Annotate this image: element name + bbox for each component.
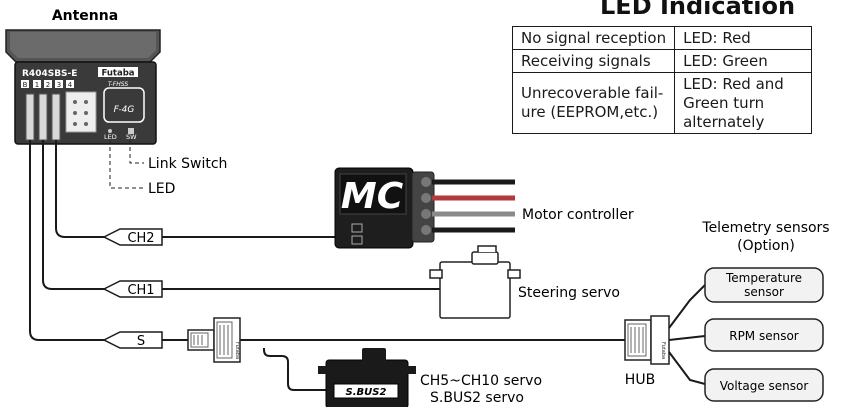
voltage-sensor: Voltage sensor [704, 368, 824, 402]
port-connector-ch1 [38, 93, 48, 141]
steering-servo [429, 245, 521, 319]
port-label: 2 [46, 81, 50, 89]
receiver-brand: Futaba [101, 69, 134, 79]
adapter-brand: Futaba [234, 342, 240, 359]
motor-controller-badge: MC [341, 176, 404, 217]
svg-text:S: S [137, 334, 145, 349]
svg-text:CH1: CH1 [127, 283, 154, 298]
svg-text:sensor: sensor [744, 285, 784, 299]
port-labels: B 1 2 3 4 [21, 80, 74, 89]
port-connector-ch2 [51, 93, 61, 141]
sbus2-servo-label-line1: CH5~CH10 servo [420, 373, 542, 389]
led-indication-table: No signal reception LED: Red Receiving s… [511, 26, 813, 135]
svg-text:Temperature: Temperature [725, 271, 802, 285]
link-switch-callout: Link Switch [148, 156, 227, 172]
led-cell: LED: Red [674, 26, 813, 50]
receiver-brand-sub: T-FHSS [108, 81, 129, 88]
led-indicator [108, 129, 112, 133]
table-row: Receiving signals LED: Green [511, 49, 813, 73]
wires [29, 140, 625, 391]
motor-controller-label: Motor controller [522, 207, 634, 223]
telemetry-title-line2: (Option) [737, 238, 795, 254]
hub: Futaba [624, 315, 670, 365]
state-cell: No signal reception [511, 26, 676, 50]
table-row: No signal reception LED: Red [511, 26, 813, 50]
antenna-label: Antenna [52, 8, 118, 24]
link-switch-button[interactable] [128, 128, 134, 134]
protocol-badge: F-4G [114, 105, 135, 115]
protocol-badge-frame [103, 87, 145, 123]
port-label: 3 [57, 81, 61, 89]
pin-header [65, 91, 97, 133]
svg-text:CH2: CH2 [127, 231, 154, 246]
telemetry-title-line1: Telemetry sensors [701, 220, 829, 236]
svg-text:Futaba: Futaba [660, 342, 666, 359]
port-label: B [23, 81, 28, 89]
state-cell: Unrecoverable fail- ure (EEPROM,etc.) [511, 71, 676, 135]
motor-cables [432, 179, 515, 233]
svg-text:RPM sensor: RPM sensor [729, 329, 799, 343]
channel-tag-ch1: CH1 [102, 280, 163, 298]
led-indication-heading: LED Indication [600, 0, 796, 20]
rpm-sensor: RPM sensor [704, 318, 824, 352]
table-row: Unrecoverable fail- ure (EEPROM,etc.) LE… [511, 71, 813, 135]
led-callout: LED [148, 181, 175, 197]
led-tag: LED [104, 133, 117, 141]
motor-controller: MC [334, 167, 435, 249]
channel-tag-ch2: CH2 [102, 228, 163, 246]
sbus2-servo: S.BUS2 [318, 348, 416, 409]
steering-servo-label: Steering servo [518, 285, 620, 301]
channel-tag-s: S [102, 331, 163, 349]
svg-text:Voltage sensor: Voltage sensor [720, 379, 809, 393]
sensor-wires [668, 284, 706, 385]
sw-tag: SW [126, 133, 137, 141]
hub-label: HUB [625, 372, 655, 388]
state-cell: Receiving signals [511, 49, 676, 73]
callout-lines [109, 140, 144, 189]
led-cell: LED: Red and Green turn alternately [674, 71, 813, 135]
sbus2-logo: S.BUS2 [346, 387, 387, 398]
port-label: 4 [68, 81, 73, 89]
led-cell: LED: Green [674, 49, 813, 73]
sbus2-servo-label-line2: S.BUS2 servo [430, 390, 524, 406]
temperature-sensor: Temperature sensor [704, 267, 824, 303]
port-label: 1 [35, 81, 39, 89]
receiver-model: R404SBS-E [22, 69, 77, 79]
sbus-adapter: Futaba [187, 317, 241, 363]
port-connector-s [25, 93, 35, 141]
